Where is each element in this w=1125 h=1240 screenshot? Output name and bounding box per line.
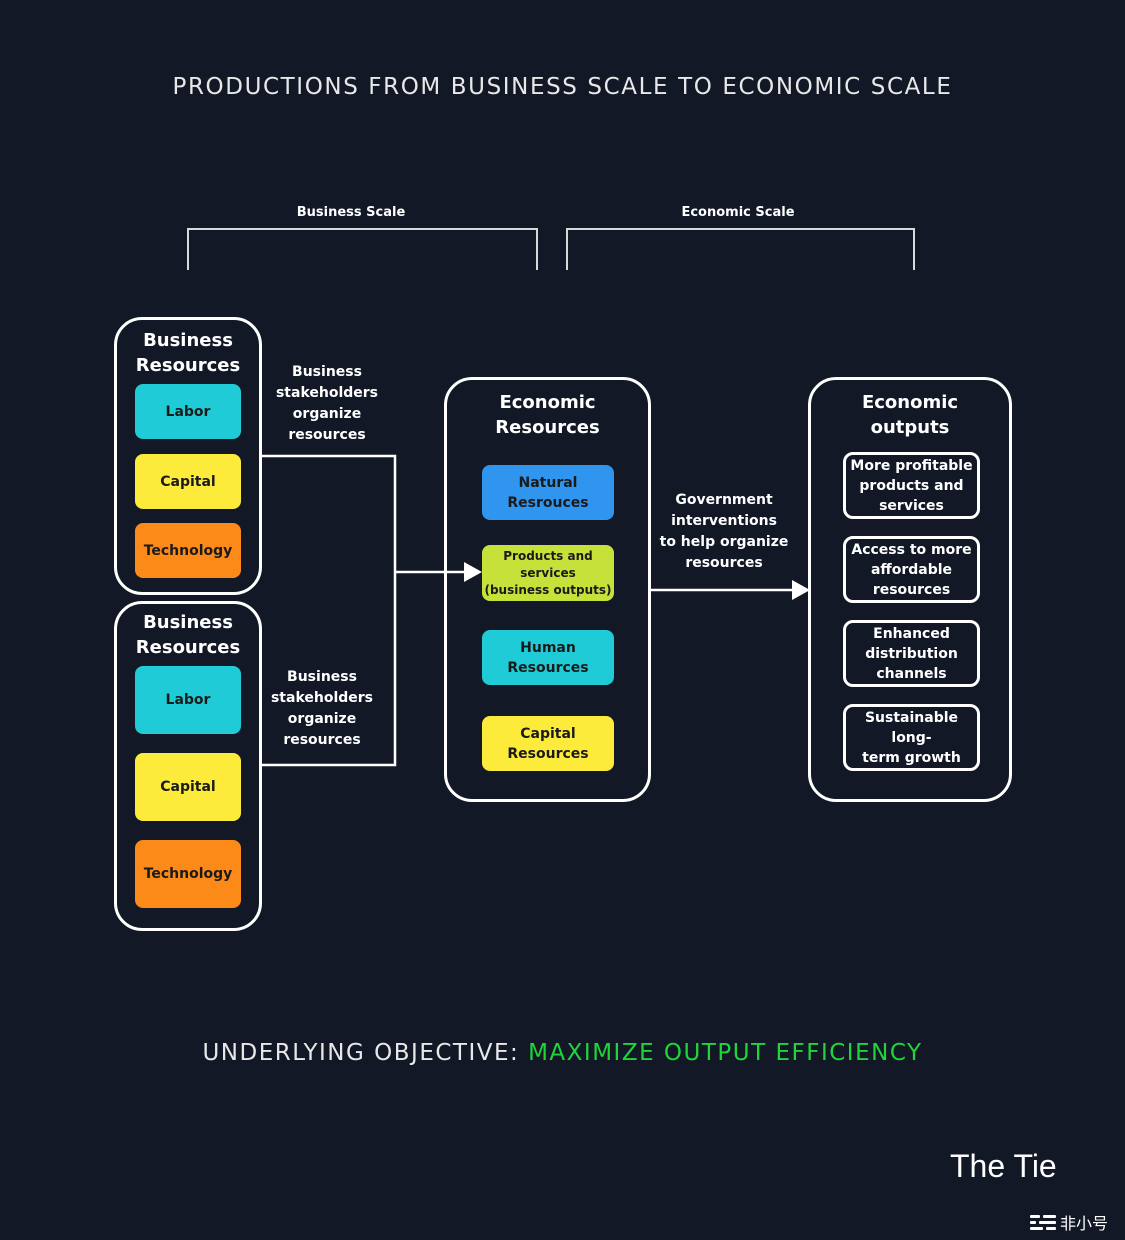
business-scale-bracket	[187, 228, 538, 270]
group-title: Economic outputs	[861, 392, 959, 438]
business-caption: Business stakeholders organize resources	[270, 669, 374, 748]
government-caption: Government interventions to help organiz…	[659, 492, 789, 571]
output-item: More profitable products and services	[843, 452, 980, 519]
business-scale-label: Business Scale	[296, 205, 406, 220]
business-resources-group: Business Resources Labor Capital Technol…	[114, 601, 262, 931]
labor-chip: Labor	[135, 666, 241, 734]
output-item: Enhanced distribution channels	[843, 620, 980, 687]
brand-logo: The Tie	[950, 1148, 1057, 1184]
human-resources-chip: Human Resources	[482, 630, 614, 685]
group-title: Business Resources	[135, 612, 241, 658]
business-caption: Business stakeholders organize resources	[275, 364, 379, 443]
economic-outputs-group: Economic outputs More profitable product…	[808, 377, 1012, 802]
business-resources-group: Business Resources Labor Capital Technol…	[114, 317, 262, 595]
business-connector	[262, 454, 397, 767]
group-title: Economic Resources	[495, 392, 600, 438]
natural-resources-chip: Natural Resrouces	[482, 465, 614, 520]
economic-scale-bracket	[566, 228, 915, 270]
capital-chip: Capital	[135, 753, 241, 821]
technology-chip: Technology	[135, 840, 241, 908]
labor-chip: Labor	[135, 384, 241, 439]
economic-resources-group: Economic Resources Natural Resrouces Pro…	[444, 377, 651, 802]
objective-label: UNDERLYING OBJECTIVE:	[202, 1040, 520, 1066]
economic-scale-label: Economic Scale	[681, 205, 795, 220]
arrow-head-icon	[464, 562, 482, 582]
objective-line: UNDERLYING OBJECTIVE: MAXIMIZE OUTPUT EF…	[0, 1040, 1125, 1066]
technology-chip: Technology	[135, 523, 241, 578]
group-title: Business Resources	[135, 330, 241, 376]
output-item: Sustainable long- term growth	[843, 704, 980, 771]
page-title: PRODUCTIONS FROM BUSINESS SCALE TO ECONO…	[172, 74, 953, 100]
arrow-head-icon	[792, 580, 810, 600]
watermark: 非小号	[1030, 1210, 1108, 1234]
capital-resources-chip: Capital Resources	[482, 716, 614, 771]
watermark-icon	[1030, 1214, 1056, 1230]
capital-chip: Capital	[135, 454, 241, 509]
objective-value: MAXIMIZE OUTPUT EFFICIENCY	[528, 1040, 923, 1066]
watermark-text: 非小号	[1060, 1214, 1109, 1233]
output-item: Access to more affordable resources	[843, 536, 980, 603]
products-services-chip: Products and services (business outputs)	[482, 545, 614, 601]
